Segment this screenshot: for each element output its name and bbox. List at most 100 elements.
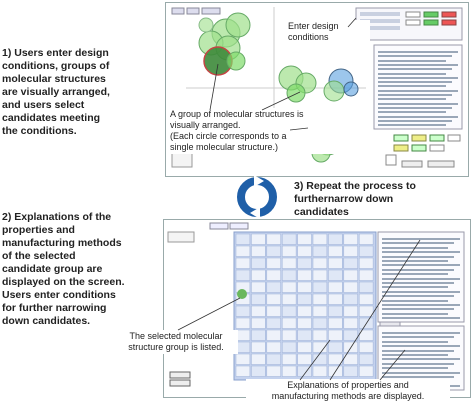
molecule-cell[interactable] [358,245,374,257]
molecule-cell[interactable] [281,353,297,365]
molecule-cell[interactable] [328,353,343,365]
molecule-cell[interactable] [266,257,281,269]
molecule-cell[interactable] [251,293,266,305]
molecule-cell[interactable] [328,341,343,353]
molecule-cell[interactable] [251,329,266,341]
molecule-cell[interactable] [251,353,266,365]
molecule-cell[interactable] [358,305,374,317]
molecule-cell[interactable] [343,257,358,269]
molecule-cell[interactable] [328,257,343,269]
molecule-cell[interactable] [281,257,297,269]
molecule-cell[interactable] [297,293,312,305]
molecule-cell[interactable] [281,365,297,377]
molecule-cell[interactable] [328,281,343,293]
molecule-cell[interactable] [358,365,374,377]
molecule-cell[interactable] [281,245,297,257]
molecule-cell[interactable] [328,329,343,341]
molecule-cell[interactable] [358,257,374,269]
molecule-cell[interactable] [312,257,328,269]
molecule-cell[interactable] [266,233,281,245]
molecule-cell[interactable] [266,245,281,257]
molecule-cell[interactable] [266,329,281,341]
molecule-cell[interactable] [358,281,374,293]
molecule-cell[interactable] [312,281,328,293]
molecule-cell[interactable] [281,317,297,329]
molecule-cell[interactable] [266,317,281,329]
molecule-cell[interactable] [358,341,374,353]
molecule-cell[interactable] [297,233,312,245]
molecule-cell[interactable] [343,269,358,281]
molecule-cell[interactable] [235,233,251,245]
molecule-cell[interactable] [343,317,358,329]
molecule-cell[interactable] [281,293,297,305]
molecule-cell[interactable] [312,293,328,305]
molecule-cell[interactable] [312,245,328,257]
molecule-cell[interactable] [235,269,251,281]
molecule-cell[interactable] [297,281,312,293]
molecule-cell[interactable] [312,233,328,245]
molecule-cell[interactable] [297,353,312,365]
molecule-cell[interactable] [328,305,343,317]
molecule-cell[interactable] [251,245,266,257]
molecule-cell[interactable] [266,293,281,305]
molecule-cell[interactable] [343,365,358,377]
molecule-cell[interactable] [312,269,328,281]
molecule-cell[interactable] [343,281,358,293]
molecule-cell[interactable] [281,269,297,281]
molecule-cell[interactable] [358,269,374,281]
molecule-cell[interactable] [297,329,312,341]
molecule-cell[interactable] [297,305,312,317]
molecule-cell[interactable] [297,317,312,329]
molecule-cell[interactable] [297,365,312,377]
molecule-cell[interactable] [251,269,266,281]
molecule-cell[interactable] [343,233,358,245]
molecule-cell[interactable] [358,233,374,245]
molecule-cell[interactable] [358,293,374,305]
molecule-cell[interactable] [266,353,281,365]
molecule-cell[interactable] [312,317,328,329]
molecule-cell[interactable] [281,281,297,293]
molecule-cell[interactable] [343,329,358,341]
molecule-cell[interactable] [251,365,266,377]
molecule-cell[interactable] [297,269,312,281]
molecule-cell[interactable] [312,341,328,353]
molecule-cell[interactable] [312,365,328,377]
molecule-cell[interactable] [328,233,343,245]
molecule-cell[interactable] [297,257,312,269]
molecule-cell[interactable] [328,317,343,329]
molecule-cell[interactable] [251,281,266,293]
molecule-cell[interactable] [235,305,251,317]
molecule-cell[interactable] [343,245,358,257]
molecule-cell[interactable] [297,341,312,353]
molecule-cell[interactable] [328,293,343,305]
molecule-cell[interactable] [328,245,343,257]
pointer-line-explain-3 [299,339,331,381]
molecule-cell[interactable] [281,305,297,317]
molecule-cell[interactable] [251,317,266,329]
molecule-cell[interactable] [266,365,281,377]
molecule-cell[interactable] [343,305,358,317]
molecule-cell[interactable] [358,353,374,365]
molecule-cell[interactable] [266,305,281,317]
molecule-cell[interactable] [235,245,251,257]
molecule-cell[interactable] [235,317,251,329]
molecule-cell[interactable] [251,341,266,353]
molecule-cell[interactable] [266,269,281,281]
molecule-cell[interactable] [343,293,358,305]
molecule-cell[interactable] [266,281,281,293]
molecule-cell[interactable] [281,233,297,245]
molecule-cell[interactable] [235,353,251,365]
molecule-cell[interactable] [251,233,266,245]
molecule-cell[interactable] [281,341,297,353]
molecule-cell[interactable] [251,305,266,317]
molecule-cell[interactable] [312,329,328,341]
molecule-cell[interactable] [281,329,297,341]
molecule-cell[interactable] [251,257,266,269]
molecule-cell[interactable] [235,257,251,269]
molecule-cell[interactable] [266,341,281,353]
molecule-cell[interactable] [297,245,312,257]
molecule-cell[interactable] [235,365,251,377]
text-line [382,299,448,302]
molecule-cell[interactable] [312,305,328,317]
molecule-cell[interactable] [328,269,343,281]
